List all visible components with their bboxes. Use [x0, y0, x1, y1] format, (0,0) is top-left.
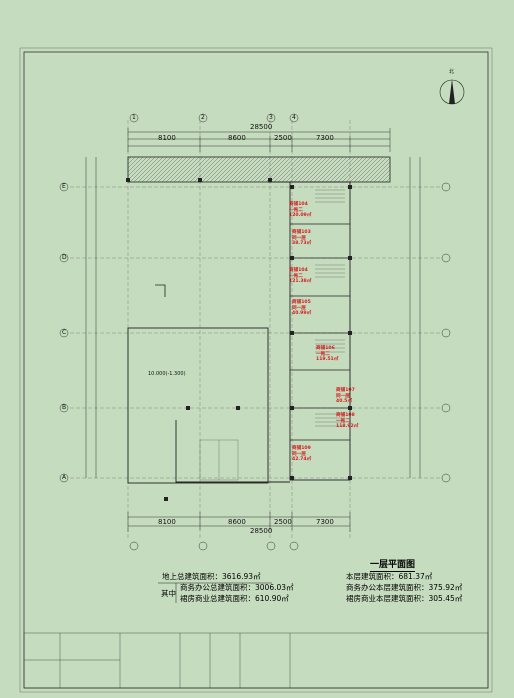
shop-area: 120.09㎡ [289, 213, 312, 218]
floor-shop-area: 裙房商业本层建筑面积：305.45㎡ [346, 595, 462, 603]
shop-area: 裙房商业总建筑面积：610.90㎡ [180, 595, 289, 603]
grid-col-3: 3 [269, 114, 273, 121]
large-room-label: 10.000(-1.300) [148, 371, 186, 377]
area-table [158, 582, 272, 603]
shop-area: 118.92㎡ [336, 424, 359, 429]
grid-row-a: A [62, 474, 67, 481]
floor-shop-label: 裙房商业本层建筑面积： [346, 594, 429, 603]
side-dimensions [85, 157, 421, 478]
dim-top-4: 7300 [316, 134, 334, 142]
grid-col-1: 1 [132, 114, 136, 121]
north-arrow [439, 79, 465, 105]
shop-area-value: 610.90㎡ [255, 594, 289, 603]
shop-name: 商铺104 [289, 268, 308, 273]
dim-top-total: 28500 [250, 123, 273, 131]
floor-office-label: 商务办公本层建筑面积： [346, 583, 429, 592]
dim-bottom-3: 2500 [274, 518, 292, 526]
total-area-label: 地上总建筑面积： [162, 572, 222, 581]
section-mark [155, 284, 166, 297]
shop-name: 商铺103 [292, 230, 311, 235]
grid-col-2: 2 [201, 114, 205, 121]
office-area: 商务办公总建筑面积：3006.03㎡ [180, 584, 294, 592]
shop-area-label: 裙房商业总建筑面积： [180, 594, 255, 603]
shop-type: 一拖二 [289, 273, 303, 279]
shop-area: 121.38㎡ [289, 279, 312, 284]
building-outline [127, 181, 351, 484]
grid-row-b: B [62, 404, 67, 411]
title-block [23, 632, 489, 689]
shop-area: 38.73㎡ [292, 241, 312, 246]
shop-name: 商铺106 [316, 346, 335, 351]
grid-lines [70, 120, 440, 540]
grid-bubbles [59, 113, 451, 551]
stairs [199, 189, 345, 481]
dim-top-3: 2500 [274, 134, 292, 142]
floor-area: 本层建筑面积：681.37㎡ [346, 573, 432, 581]
columns [126, 178, 352, 501]
floor-office-area: 商务办公本层建筑面积：375.92㎡ [346, 584, 462, 592]
shop-area: 40.5㎡ [336, 399, 352, 404]
shop-name: 商铺104 [289, 202, 308, 207]
shop-area: 119.51㎡ [316, 357, 339, 362]
bottom-dimensions [127, 512, 351, 532]
dim-bottom-1: 8100 [158, 518, 176, 526]
grid-row-e: E [62, 183, 66, 190]
shop-area: 40.99㎡ [292, 311, 312, 316]
shop-area: 42.74㎡ [292, 457, 312, 462]
grid-row-c: C [62, 329, 67, 336]
dim-bottom-2: 8600 [228, 518, 246, 526]
floor-shop-value: 305.45㎡ [428, 594, 463, 603]
north-label: 北 [449, 69, 455, 75]
plan-title: 一层平面图 [370, 557, 416, 572]
floor-area-value: 681.37㎡ [398, 572, 433, 581]
office-area-label: 商务办公总建筑面积： [180, 583, 255, 592]
of-which-label: 其中 [161, 589, 176, 598]
floor-area-label: 本层建筑面积： [346, 572, 399, 581]
shop-type: 一拖二 [289, 207, 303, 213]
total-area-value: 3616.93㎡ [222, 572, 261, 581]
dim-top-2: 8600 [228, 134, 246, 142]
dim-bottom-total: 28500 [250, 527, 273, 535]
shop-type: 一拖二 [316, 351, 330, 357]
total-area: 地上总建筑面积：3616.93㎡ [162, 573, 261, 581]
office-area-value: 3006.03㎡ [255, 583, 294, 592]
shop-type: 同一层 [336, 393, 350, 399]
shop-name: 商铺109 [292, 446, 311, 451]
floor-office-value: 375.92㎡ [428, 583, 463, 592]
shop-type: 一拖二 [336, 418, 350, 424]
shop-name: 商铺105 [292, 300, 311, 305]
outer-border [19, 47, 493, 693]
canopy-band [127, 156, 391, 183]
dim-top-1: 8100 [158, 134, 176, 142]
grid-row-d: D [62, 254, 67, 261]
dim-bottom-4: 7300 [316, 518, 334, 526]
sheet-border [23, 51, 489, 689]
shop-type: 同一层 [292, 235, 306, 241]
grid-col-4: 4 [292, 114, 296, 121]
shop-name: 商铺107 [336, 388, 355, 393]
shop-type: 同一层 [292, 305, 306, 311]
shop-partitions [290, 223, 350, 441]
shop-name: 商铺108 [336, 413, 355, 418]
shop-type: 同一层 [292, 451, 306, 457]
